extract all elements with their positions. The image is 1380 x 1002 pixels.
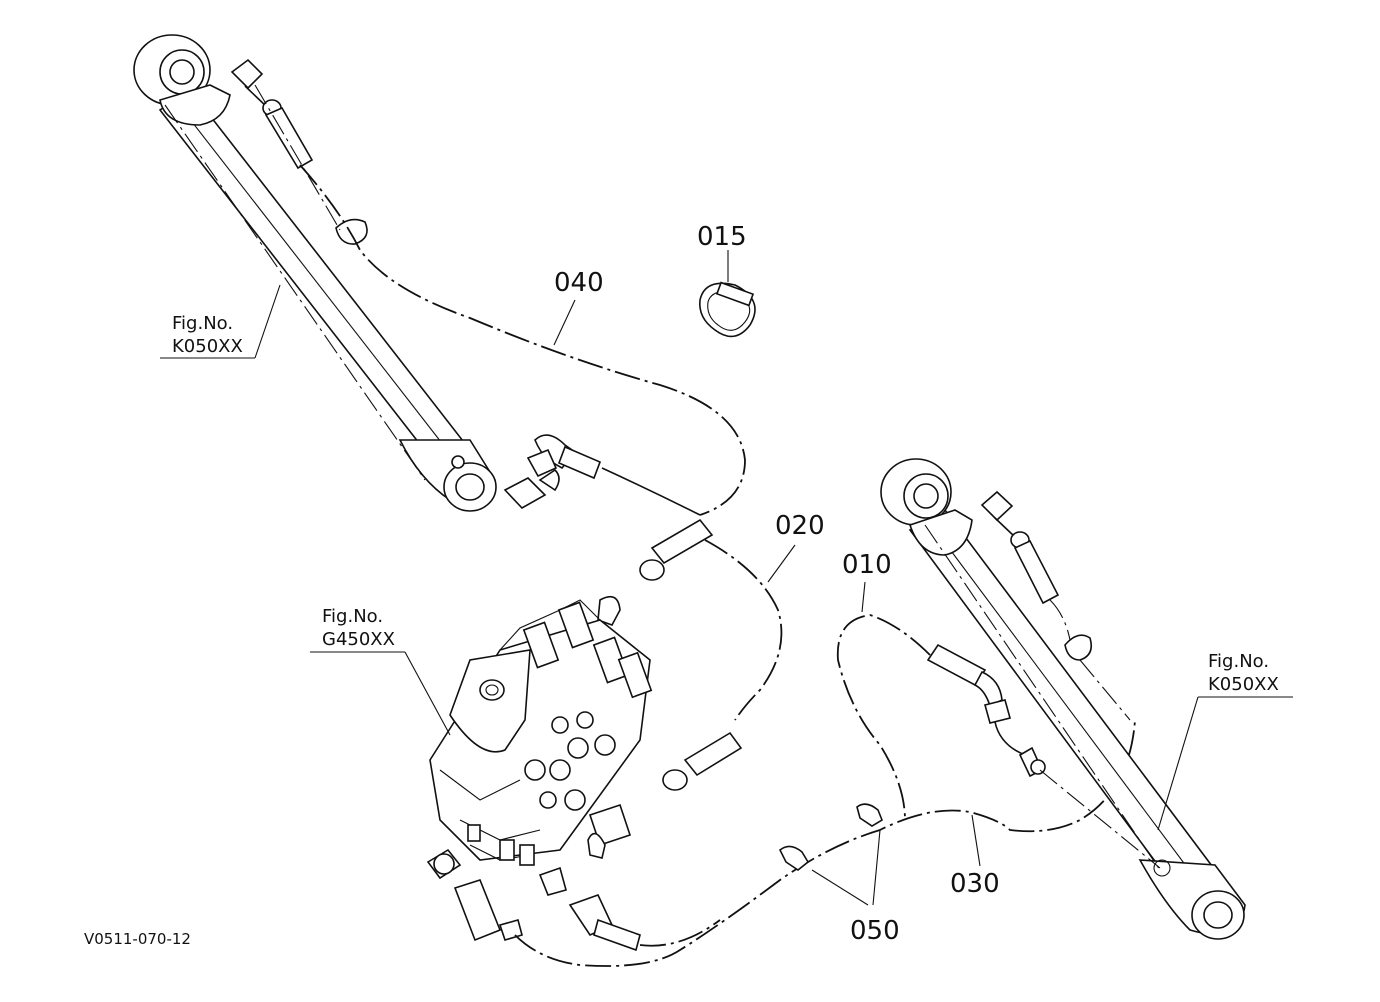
right-fig-ref: Fig.No. K050XX: [1208, 651, 1279, 696]
valve-fig-ref: Fig.No. G450XX: [322, 606, 395, 651]
valve-fig-label: Fig.No.: [322, 606, 384, 627]
left-fig-number: K050XX: [172, 335, 243, 357]
center-lines: [164, 84, 1161, 871]
hose-040: [299, 164, 746, 516]
left-fig-label: Fig.No.: [172, 313, 234, 334]
callout-030: 030: [950, 869, 1000, 899]
callout-050: 050: [850, 916, 900, 946]
callout-015: 015: [697, 222, 747, 252]
drawing-code: V0511-070-12: [84, 930, 191, 948]
clips-050: [778, 803, 883, 906]
right-fig-label: Fig.No.: [1208, 651, 1270, 672]
hose-010: [836, 581, 1046, 821]
lower-left-fittings: [426, 848, 641, 952]
left-fig-ref: Fig.No. K050XX: [172, 313, 243, 358]
right-cylinder: [880, 458, 1246, 940]
right-ref-leader: [1157, 696, 1293, 831]
left-ref-leader: [160, 284, 281, 359]
valve-fig-number: G450XX: [322, 628, 395, 650]
left-cylinder: [133, 34, 497, 512]
hose-clamp-015: [698, 250, 756, 338]
callout-020: 020: [775, 511, 825, 541]
callout-010: 010: [842, 550, 892, 580]
control-valve: [429, 599, 653, 866]
valve-ref-leader: [310, 651, 451, 736]
hose-020: [597, 518, 796, 791]
callout-040: 040: [554, 268, 604, 298]
hose-030: [514, 719, 1136, 967]
right-fig-number: K050XX: [1208, 673, 1279, 695]
